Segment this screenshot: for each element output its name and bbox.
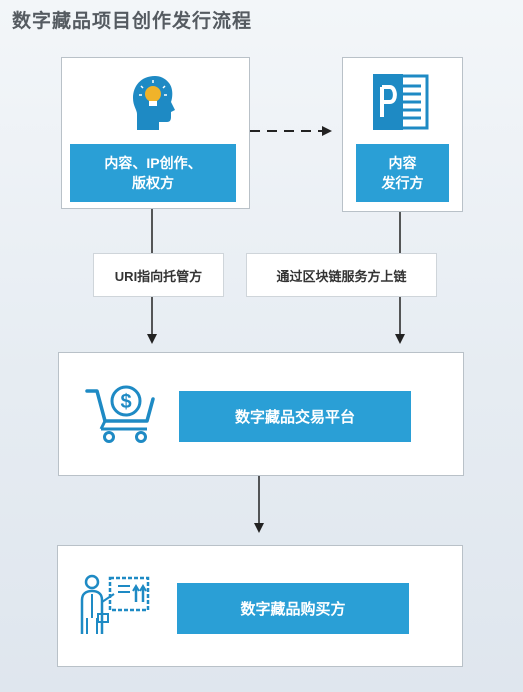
publisher-label: 内容 发行方 [356, 144, 449, 202]
page-title: 数字藏品项目创作发行流程 [12, 11, 253, 32]
person-presentation-icon [80, 574, 150, 634]
creator-label: 内容、IP创作、 版权方 [70, 144, 236, 202]
edge-label-uri: URI指向托管方 [93, 253, 224, 297]
edge-label-blockchain: 通过区块链服务方上链 [246, 253, 437, 297]
creator-label-line2: 版权方 [132, 175, 174, 191]
powerpoint-icon [373, 74, 429, 130]
publisher-box: 内容 发行方 [342, 57, 463, 212]
platform-box: $ 数字藏品交易平台 [58, 352, 464, 476]
buyer-box: 数字藏品购买方 [57, 545, 463, 667]
publisher-label-line2: 发行方 [381, 175, 424, 191]
creator-label-line1: 内容、IP创作、 [104, 155, 202, 171]
publisher-label-line1: 内容 [388, 155, 417, 171]
svg-text:$: $ [120, 391, 131, 413]
shopping-cart-dollar-icon: $ [85, 385, 155, 443]
buyer-label: 数字藏品购买方 [177, 583, 409, 634]
head-lightbulb-icon [133, 76, 175, 130]
creator-box: 内容、IP创作、 版权方 [61, 57, 250, 209]
platform-label: 数字藏品交易平台 [179, 391, 411, 442]
